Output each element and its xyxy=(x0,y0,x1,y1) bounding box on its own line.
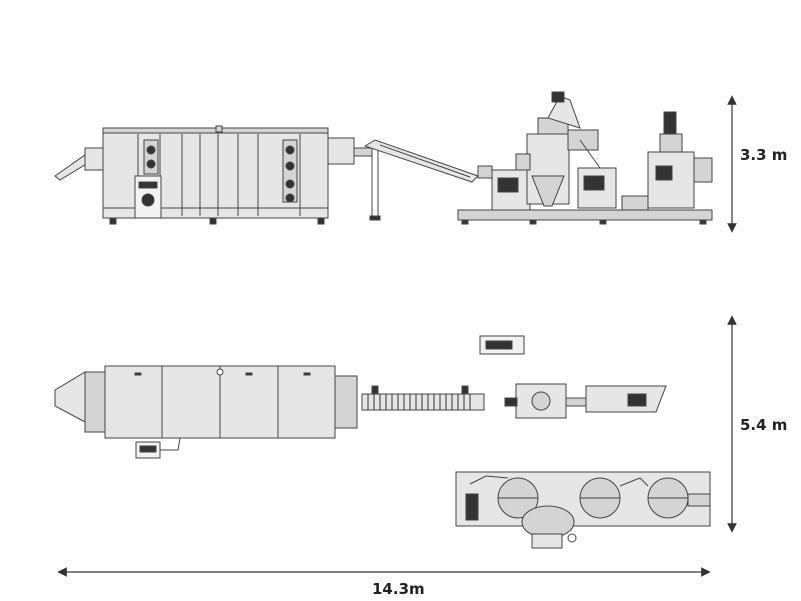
depth-dimension-label: 5.4 m xyxy=(740,416,788,434)
top-plan-view xyxy=(54,335,711,549)
fryer-tank-side xyxy=(621,111,713,211)
screw-conveyor-top xyxy=(361,385,485,411)
base-frame-side xyxy=(457,209,713,225)
oven-body-side xyxy=(102,125,329,225)
discharge-funnel-top xyxy=(54,371,106,433)
length-dimension-label: 14.3m xyxy=(372,580,425,598)
height-dimension-label: 3.3 m xyxy=(740,146,788,164)
control-panel-top xyxy=(479,335,525,355)
fryer-module-top xyxy=(455,471,711,549)
control-box-top xyxy=(135,437,181,459)
side-elevation-view xyxy=(54,91,713,225)
discharge-chute-side xyxy=(54,147,104,181)
feeder-unit-top xyxy=(585,385,667,413)
inclined-feed-conveyor-side xyxy=(363,139,479,221)
oven-body-top xyxy=(104,365,358,439)
mixer-unit-top xyxy=(504,383,589,419)
entry-conveyor-side xyxy=(327,137,373,165)
mixing-unit-side xyxy=(477,91,617,213)
